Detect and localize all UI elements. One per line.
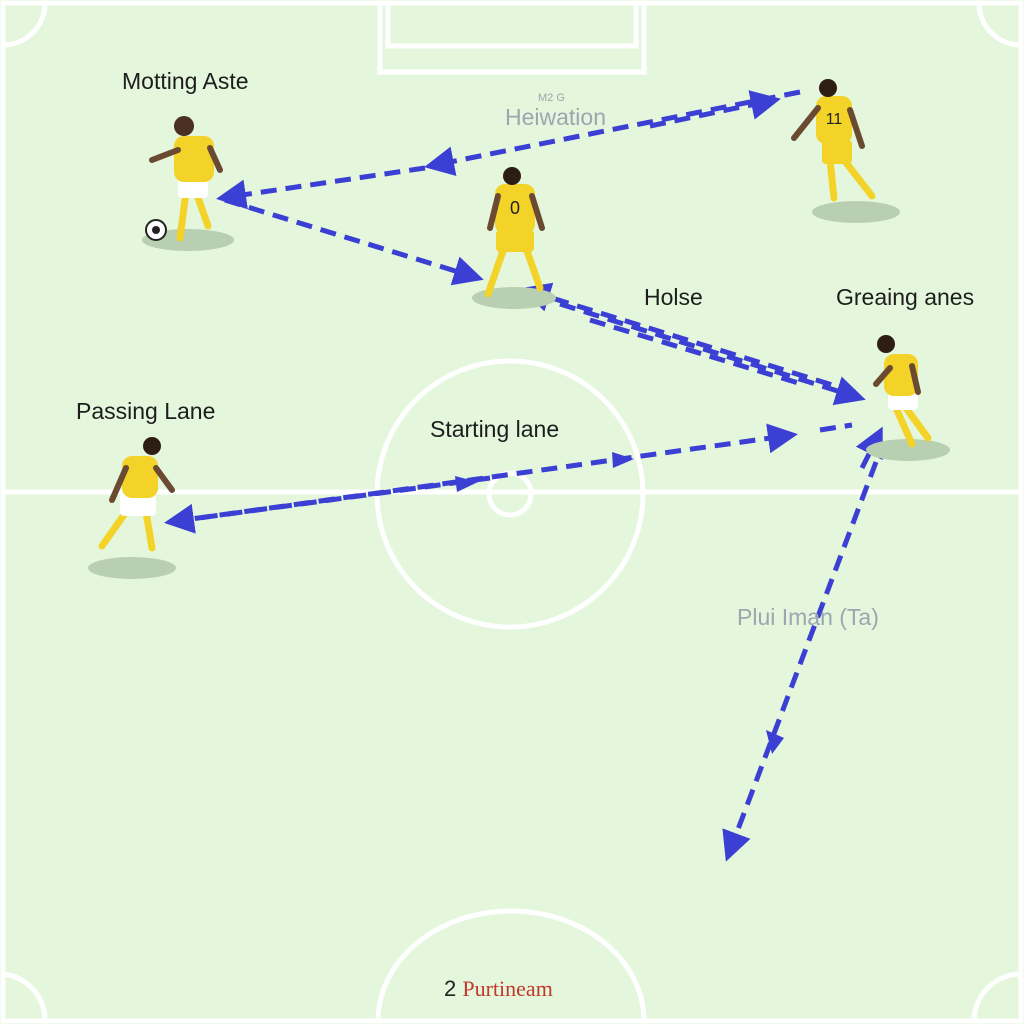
label-holse: Holse [644,284,703,310]
player-ball-carrier[interactable] [142,116,234,251]
corner-arc-tl [2,2,48,48]
player-shadow [812,201,900,223]
player-top-right[interactable]: 11 [791,79,900,223]
arrow-runner-up [855,426,883,470]
player-right-runner[interactable] [866,335,950,461]
player-shadow [88,557,176,579]
player-left-runner[interactable] [88,437,176,579]
player-center[interactable]: 0 [472,167,556,309]
label-greaing-anes: Greaing anes [836,284,975,310]
label-heiwation: Heiwation [505,104,606,130]
label-plui-iman: Plui Iman (Ta) [737,604,879,630]
arrow-carrier-to-center [224,197,484,286]
chevron-3 [766,730,784,754]
corner-arc-br [971,971,1022,1022]
footer-number: 2 [444,976,457,1001]
arrow-top-right-to-center [424,89,801,177]
jersey-number: 11 [826,111,843,128]
arrow-chevrons [455,452,784,754]
corner-arc-bl [2,971,48,1022]
player-shadow [472,287,556,309]
arrow-runner-to-center [520,282,856,395]
label-passing-lane: Passing Lane [76,398,216,424]
chevron-1 [455,476,478,492]
chevron-2 [612,452,634,468]
player-shadow [866,439,950,461]
jersey-number: 0 [510,198,520,218]
center-spot [486,470,534,518]
label-starting-lane: Starting lane [430,416,560,442]
arrow-right-to-left [164,475,491,534]
arrow-runner-down [722,461,879,862]
footer-branding: 2 Purtineam [444,976,553,1002]
corner-arc-tr [976,2,1022,48]
top-goal-box [385,0,639,49]
label-moving-aste: Motting Aste [122,68,249,94]
arrow-center-to-runner-2 [589,317,806,388]
arrow-center-to-carrier [216,165,426,210]
passing-arrows [164,89,883,862]
arrow-to-runner-from-center [819,422,853,433]
label-heiwation-small: M2 G [538,92,565,104]
top-penalty-box [377,0,647,75]
footer-brand: Purtineam [462,976,553,1001]
arrow-center-to-runner [559,301,866,406]
bottom-penalty-arc [375,908,647,1022]
arrow-center-to-top-right [649,90,781,129]
